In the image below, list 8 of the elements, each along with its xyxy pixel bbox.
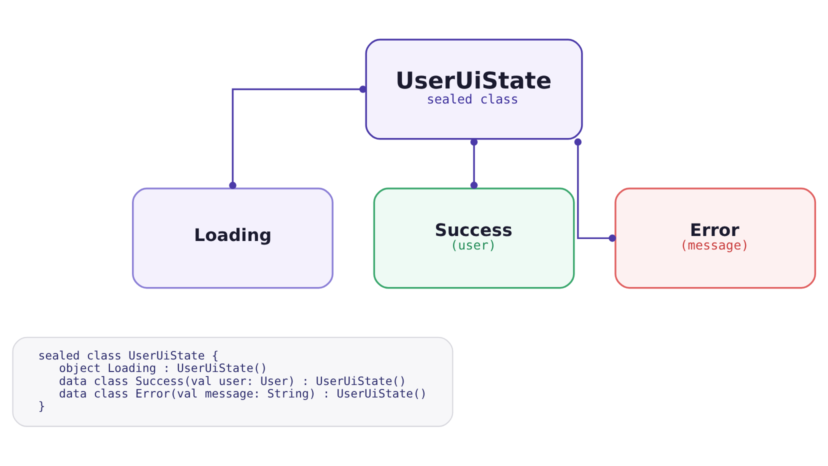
connector xyxy=(470,138,478,189)
node-box: Error (message) xyxy=(614,188,816,289)
node-box: UserUiState sealed class xyxy=(365,38,583,140)
connector xyxy=(229,86,367,190)
node-box: sealed class UserUiState { object Loading : UserUiState() data class Success(val user: User) : UserUiState() data class Error(val message: String) : UserUiState() } xyxy=(12,336,454,427)
connector xyxy=(574,138,616,242)
node-box: Success (user) xyxy=(373,188,575,289)
node-box: Loading xyxy=(132,188,334,289)
